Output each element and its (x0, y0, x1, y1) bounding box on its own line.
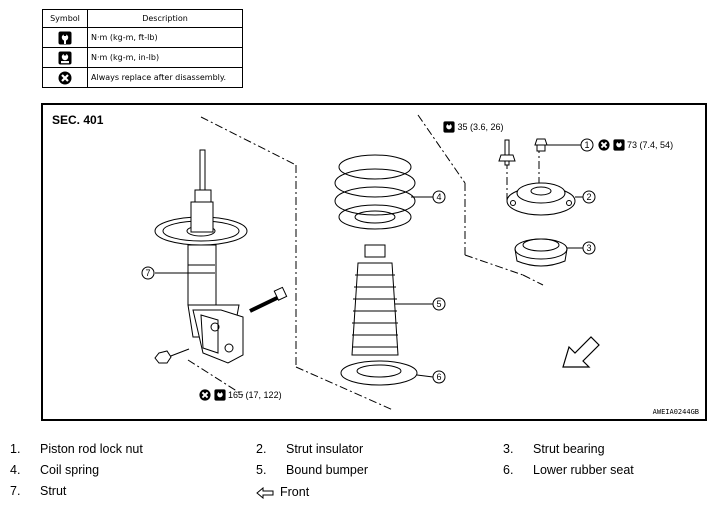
callout-6: 6 (432, 370, 446, 384)
callout-5: 5 (432, 297, 446, 311)
bound-bumper-part (351, 244, 399, 356)
front-arrow-left-icon (256, 486, 274, 499)
legend-row: N·m (kg-m, in-lb) (42, 47, 243, 68)
torque-wrench-icon (612, 139, 625, 151)
legend-header-symbol: Symbol (42, 9, 88, 28)
legend-row: Always replace after disassembly. (42, 67, 243, 88)
torque-callout-nut: 73 (7.4, 54) (598, 139, 673, 151)
torque-wrench-icon (443, 121, 455, 133)
callout-2: 2 (582, 190, 596, 204)
strut-insulator-part (506, 182, 576, 216)
svg-text:7: 7 (145, 268, 150, 278)
svg-text:1: 1 (584, 140, 589, 150)
strut-bearing-part (514, 238, 568, 267)
svg-text:6: 6 (436, 372, 441, 382)
legend-header-description: Description (87, 9, 243, 28)
front-arrow-icon (562, 336, 600, 368)
legend-header-row: Symbol Description (42, 9, 243, 28)
legend-description: Always replace after disassembly. (87, 67, 243, 88)
legend-description: N·m (kg-m, ft-lb) (87, 27, 243, 48)
legend-row: N·m (kg-m, ft-lb) (42, 27, 243, 48)
torque-callout-bolt: 165 (17, 122) (199, 389, 282, 401)
svg-text:4: 4 (436, 192, 441, 202)
callout-3: 3 (582, 241, 596, 255)
callout-7: 7 (141, 266, 155, 280)
callout-4: 4 (432, 190, 446, 204)
torque-wrench-icon (58, 31, 72, 44)
strut-part (154, 149, 288, 364)
svg-text:3: 3 (586, 243, 591, 253)
replace-icon (199, 389, 211, 401)
callout-markers: 7 4 5 6 2 3 1 (141, 138, 596, 384)
torque-top-value: 35 (3.6, 26) (457, 122, 504, 132)
legend-description: N·m (kg-m, in-lb) (87, 47, 243, 68)
section-label: SEC. 401 (52, 113, 104, 127)
coil-spring-part (334, 154, 416, 230)
torque-bolt-value: 165 (17, 122) (228, 390, 282, 400)
symbol-legend-table: Symbol Description N·m (kg-m, ft-lb) N·m… (42, 9, 243, 88)
strut-assembly-drawing (154, 114, 600, 411)
svg-text:5: 5 (436, 299, 441, 309)
front-label: Front (280, 485, 310, 499)
lower-rubber-seat-part (340, 360, 418, 386)
front-indicator: Front (256, 485, 309, 499)
svg-text:2: 2 (586, 192, 591, 202)
torque-wrench-inlb-icon (58, 51, 72, 64)
replace-icon (58, 71, 72, 84)
torque-wrench-icon (213, 389, 226, 401)
replace-icon (598, 139, 610, 151)
torque-callout-top: 35 (3.6, 26) (443, 121, 504, 133)
dash-guides (187, 114, 544, 411)
top-hardware (498, 138, 548, 166)
exploded-diagram: SEC. 401 AWEIA0244GB 7 4 5 6 2 3 1 35 (3… (41, 103, 707, 421)
callout-1: 1 (580, 138, 594, 152)
drawing-code: AWEIA0244GB (652, 408, 699, 416)
torque-nut-value: 73 (7.4, 54) (627, 140, 674, 150)
